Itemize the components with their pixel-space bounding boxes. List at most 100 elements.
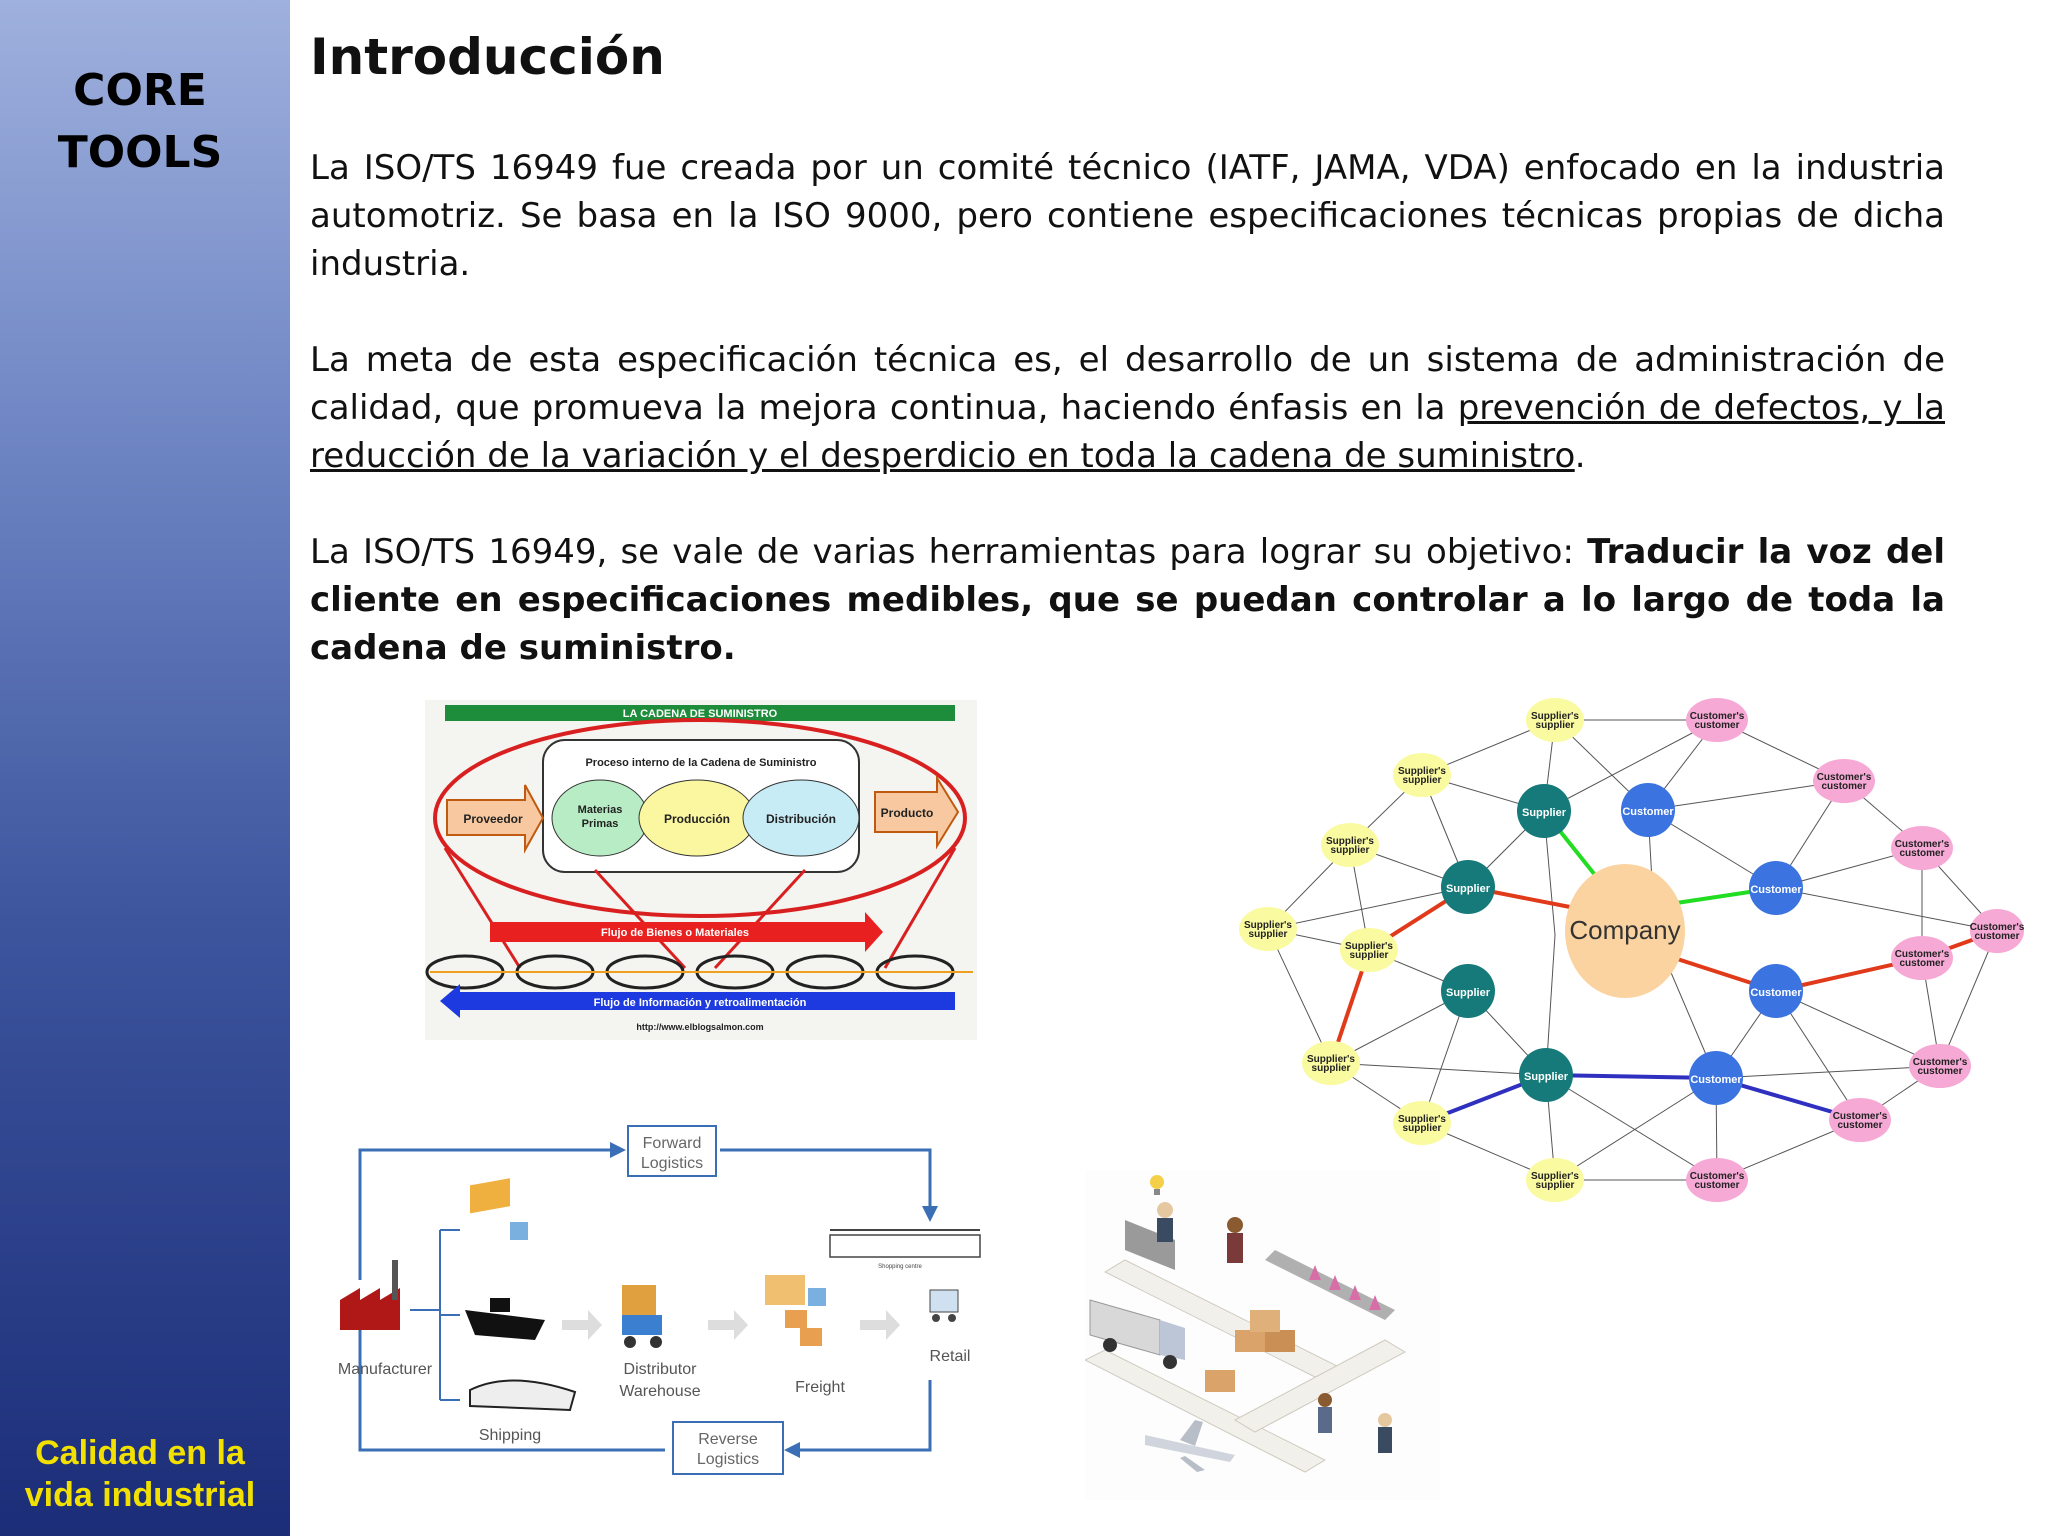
supplier-label: Supplier — [1522, 807, 1567, 819]
distributor-label-1: Distributor — [624, 1361, 698, 1378]
customer-label: Customer — [1750, 884, 1802, 896]
flow-arrow — [860, 1310, 900, 1340]
node-label-1: Supplier's — [1244, 920, 1292, 931]
shipping-label: Shipping — [479, 1427, 541, 1444]
supplier-node: Supplier — [1441, 860, 1495, 914]
freight-label: Freight — [795, 1379, 845, 1396]
node-label-1: Customer's — [1833, 1111, 1888, 1122]
boxes-icon — [1205, 1310, 1295, 1392]
node-label-2: supplier — [1331, 845, 1370, 856]
brand-line-1: CORE — [73, 65, 207, 116]
supply-chain-header: LA CADENA DE SUMINISTRO — [623, 708, 778, 720]
node-label-2: supplier — [1536, 720, 1575, 731]
objective-bold-text: Traducir la voz del cliente en especific… — [310, 532, 1945, 668]
customer-label: Customer — [1750, 987, 1802, 999]
node-label-1: Supplier's — [1326, 836, 1374, 847]
funnel-line-center-left — [593, 868, 687, 970]
supplier-label: Supplier — [1524, 1071, 1569, 1083]
customer-label: Customer — [1690, 1074, 1742, 1086]
node-label-2: supplier — [1403, 1123, 1442, 1134]
goal-period: . — [1574, 436, 1586, 476]
brand-title: CORE TOOLS — [0, 60, 280, 184]
forward-logistics-label-2: Logistics — [641, 1155, 703, 1172]
logistics-figure: Forward Logistics Reverse Logistics Manu… — [338, 1125, 981, 1475]
workstation-icon — [1125, 1202, 1175, 1270]
inner-process-title: Proceso interno de la Cadena de Suminist… — [585, 757, 816, 769]
node-label-2: supplier — [1312, 1063, 1351, 1074]
paragraph-goal: La meta de esta especificación técnica e… — [310, 336, 1945, 480]
lightbulb-icon — [1150, 1175, 1164, 1195]
sidebar: CORE TOOLS Calidad en la vida industrial — [0, 0, 290, 1536]
flow-arrow — [562, 1310, 602, 1340]
node-label-2: customer — [1899, 848, 1944, 859]
shopping-cart-icon — [929, 1289, 959, 1322]
producto-arrow — [874, 774, 960, 850]
factory-illustration — [1085, 1170, 1440, 1500]
delivery-truck-icon — [1089, 1299, 1185, 1369]
node-label-1: Customer's — [1690, 711, 1745, 722]
node-label-1: Supplier's — [1398, 1114, 1446, 1125]
chain-links — [425, 954, 973, 990]
node-label-1: Supplier's — [1345, 941, 1393, 952]
shopping-centre-label: Shopping centre — [878, 1264, 922, 1270]
node-label-2: customer — [1917, 1066, 1962, 1077]
train-icon — [469, 1379, 577, 1412]
information-flow-label: Flujo de Información y retroalimentación — [594, 997, 807, 1009]
arrowhead — [784, 1442, 800, 1458]
factory-icon — [340, 1260, 400, 1330]
tagline: Calidad en la vida industrial — [0, 1432, 280, 1516]
materias-label-1: Materias — [578, 804, 623, 816]
truck-icon — [470, 1178, 528, 1240]
reverse-logistics-label-1: Reverse — [698, 1431, 758, 1448]
node-label-2: supplier — [1536, 1180, 1575, 1191]
tagline-line-1: Calidad en la — [35, 1434, 245, 1472]
materias-label-2: Primas — [582, 818, 619, 830]
funnel-line-left — [443, 847, 522, 969]
node-label-2: supplier — [1350, 950, 1389, 961]
node-label-1: Customer's — [1690, 1171, 1745, 1182]
arrowhead — [610, 1142, 626, 1158]
forward-logistics-box — [627, 1125, 717, 1177]
packing-line-icon — [1265, 1250, 1395, 1320]
node-label-1: Supplier's — [1398, 766, 1446, 777]
tagline-line-2: vida industrial — [24, 1476, 256, 1514]
goods-flow-arrow — [490, 912, 883, 952]
warehouse-workers-icon — [1318, 1393, 1392, 1453]
customer-node: Customer — [1749, 861, 1803, 915]
customer-node: Customer — [1749, 964, 1803, 1018]
airplane-icon — [1145, 1420, 1235, 1472]
node-label-1: Supplier's — [1531, 711, 1579, 722]
producto-label: Producto — [881, 806, 934, 820]
proveedor-arrow — [446, 784, 545, 854]
freight-icon — [765, 1275, 826, 1346]
node-label-2: supplier — [1403, 775, 1442, 786]
worker-icon — [1227, 1217, 1243, 1263]
node-label-2: supplier — [1249, 929, 1288, 940]
customer-node: Customer — [1689, 1051, 1743, 1105]
manufacturer-label: Manufacturer — [338, 1361, 433, 1378]
customer-node: Customer — [1621, 783, 1675, 837]
forward-logistics-label-1: Forward — [643, 1135, 702, 1152]
brand-line-2: TOOLS — [57, 127, 223, 178]
funnel-line-right — [883, 847, 957, 969]
forklift-icon — [622, 1285, 662, 1348]
supplier-label: Supplier — [1446, 883, 1491, 895]
node-label-1: Customer's — [1970, 922, 2025, 933]
proveedor-label: Proveedor — [463, 812, 523, 826]
funnel-line-center-right — [713, 868, 807, 970]
supply-network-figure: Company Supplier Supplier Supplier Suppl… — [1239, 698, 2025, 1202]
arrowhead — [922, 1206, 938, 1222]
shopping-centre-icon — [829, 1229, 981, 1258]
